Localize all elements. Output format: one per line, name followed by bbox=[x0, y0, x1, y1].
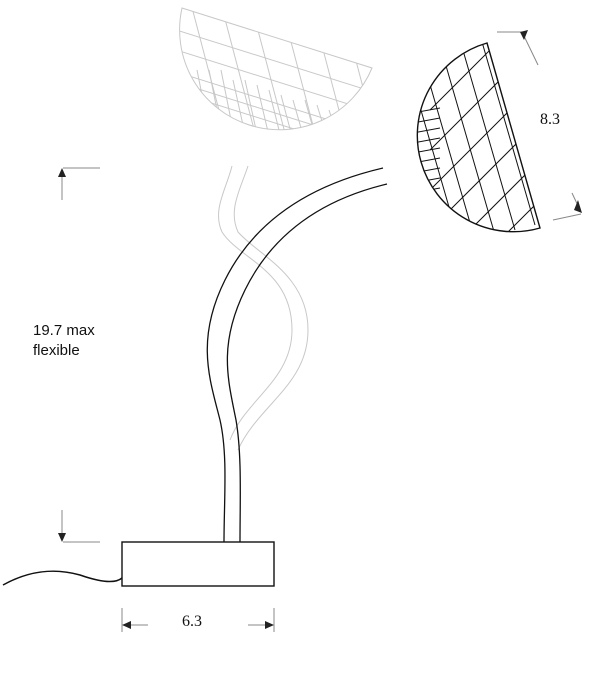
head-diameter-label: 8.3 bbox=[540, 111, 560, 128]
lamp-head bbox=[416, 42, 541, 233]
base-width-label: 6.3 bbox=[182, 613, 202, 630]
lamp-stem bbox=[206, 167, 388, 543]
height-label-line2: flexible bbox=[33, 342, 80, 359]
lamp-base bbox=[121, 541, 275, 587]
height-label-line1: 19.7 max bbox=[33, 322, 95, 339]
head-dimension bbox=[497, 31, 582, 221]
ghost-lamp bbox=[179, 7, 373, 451]
power-cord bbox=[2, 570, 123, 586]
